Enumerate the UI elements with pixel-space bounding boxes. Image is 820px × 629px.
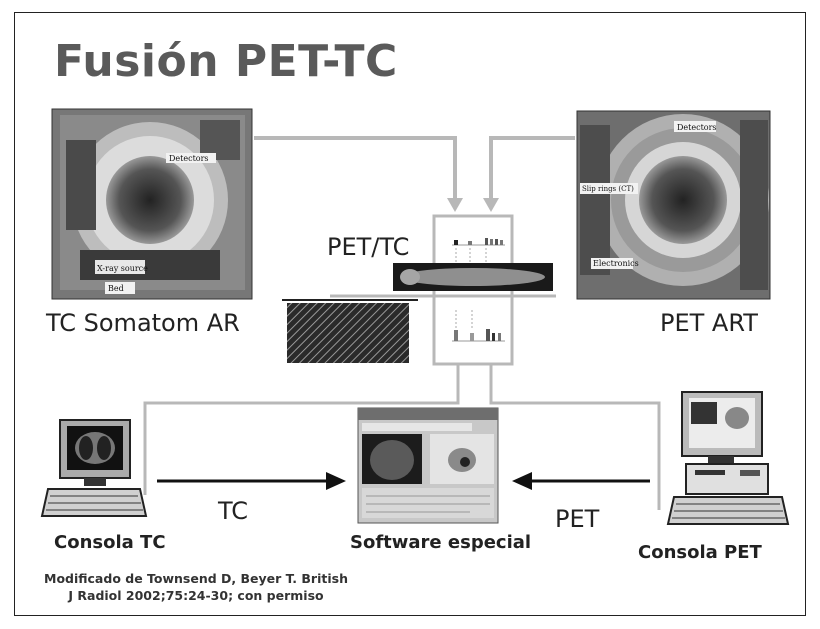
citation-line-2: J Radiol 2002;75:24-30; con permiso (68, 588, 324, 603)
citation: Modificado de Townsend D, Beyer T. Briti… (36, 570, 356, 604)
tc-scanner-label: TC Somatom AR (46, 309, 240, 337)
pet-flow-label: PET (555, 505, 600, 533)
pet-tc-label: PET/TC (327, 233, 410, 261)
consola-pet-label: Consola PET (638, 542, 762, 563)
pet-slip-label: Slip rings (CT) (582, 185, 634, 193)
software-screenshot (357, 407, 499, 524)
consola-tc-label: Consola TC (54, 532, 166, 553)
pet-console (666, 391, 790, 525)
bed-base (287, 303, 409, 363)
pet-electronics-label: Electronics (593, 259, 639, 268)
tc-bed-label: Bed (108, 284, 124, 293)
pet-profile-top (452, 238, 505, 264)
pet-scanner-label: PET ART (660, 309, 758, 337)
slide-title: Fusión PET-TC (54, 36, 398, 87)
pet-detectors-label: Detectors (677, 123, 717, 132)
pet-arrow (512, 472, 650, 490)
citation-line-1: Modificado de Townsend D, Beyer T. Briti… (44, 571, 348, 586)
scanner-connectors (254, 136, 575, 206)
tc-scanner-photo: Detectors X-ray source Bed (51, 108, 253, 300)
software-label: Software especial (350, 532, 532, 553)
console-connectors (143, 364, 661, 510)
tc-detectors-label: Detectors (169, 154, 209, 163)
arrowhead-right-down (483, 198, 499, 212)
tc-xray-label: X-ray source (97, 264, 148, 273)
tc-console (40, 419, 148, 517)
pet-profile-bottom (452, 310, 505, 342)
tc-flow-label: TC (218, 497, 249, 525)
tc-arrow (157, 472, 346, 490)
pet-scanner-photo: Detectors Slip rings (CT) Electronics (576, 110, 771, 300)
arrowhead-left-down (447, 198, 463, 212)
